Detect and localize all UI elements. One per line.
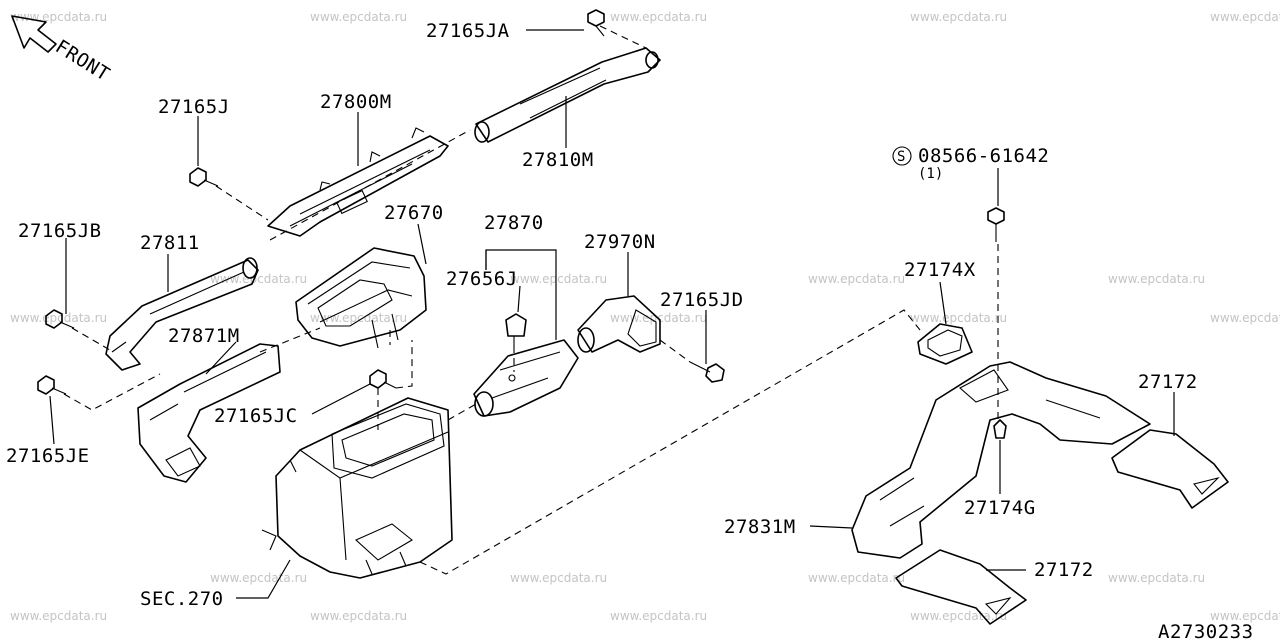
screw-27165jb-icon	[45, 309, 75, 329]
pad-27172-upper	[1111, 429, 1229, 509]
clip-27656j	[505, 313, 527, 346]
assembly-lines	[63, 25, 999, 575]
watermark: www.epcdata.ru	[510, 272, 607, 286]
label-27871m: 27871M	[168, 325, 240, 347]
duct-27831m	[851, 361, 1151, 559]
label-27165jd: 27165JD	[660, 289, 744, 311]
label-27831m: 27831M	[724, 516, 796, 538]
screw-27165ja-icon	[587, 9, 605, 37]
label-27174x: 27174X	[904, 259, 976, 281]
duct-27811	[105, 257, 259, 371]
label-27165j: 27165J	[158, 96, 230, 118]
label-27172-upper: 27172	[1138, 371, 1198, 393]
watermark: www.epcdata.ru	[10, 311, 107, 325]
watermark: www.epcdata.ru	[910, 10, 1007, 24]
watermark: www.epcdata.ru	[10, 10, 107, 24]
duct-27174x	[917, 323, 973, 365]
label-sec270: SEC.270	[140, 588, 224, 610]
screw-symbol-letter: S	[897, 149, 905, 165]
elbow-27970n	[577, 295, 661, 353]
leader-lines	[49, 29, 1175, 599]
label-27656j: 27656J	[446, 268, 518, 290]
label-27800m: 27800M	[320, 91, 392, 113]
label-27870: 27870	[484, 212, 544, 234]
label-27174g: 27174G	[964, 497, 1036, 519]
watermark: www.epcdata.ru	[310, 311, 407, 325]
label-08566-qty: (1)	[918, 166, 943, 182]
watermark: www.epcdata.ru	[610, 609, 707, 623]
screw-27165jc-icon	[369, 369, 397, 389]
duct-27870	[473, 339, 579, 417]
watermark: www.epcdata.ru	[910, 311, 1007, 325]
bracket-27800m	[267, 127, 449, 237]
label-27810m: 27810M	[522, 149, 594, 171]
watermark: www.epcdata.ru	[310, 10, 407, 24]
screw-27165j-icon	[189, 167, 219, 187]
label-27165je: 27165JE	[6, 445, 90, 467]
label-27670: 27670	[384, 202, 444, 224]
screw-08566-icon	[987, 207, 1005, 242]
duct-27871m	[137, 343, 281, 483]
reference-code: A2730233	[1158, 621, 1254, 640]
screw-27165jd-icon	[689, 361, 725, 383]
watermark: www.epcdata.ru	[610, 10, 707, 24]
label-08566-61642: 08566-61642	[918, 145, 1049, 167]
label-27970n: 27970N	[584, 231, 656, 253]
duct-27810m	[474, 47, 661, 143]
watermark: www.epcdata.ru	[510, 571, 607, 585]
part-labels: 27165JA 27165J 27800M 27810M S 08566-616…	[6, 20, 1254, 640]
pad-27172-lower	[895, 549, 1027, 625]
clip-27174g-icon	[993, 419, 1007, 439]
front-label: FRONT	[51, 36, 113, 86]
watermark: www.epcdata.ru	[1108, 571, 1205, 585]
watermark: www.epcdata.ru	[808, 272, 905, 286]
watermark: www.epcdata.ru	[1210, 609, 1280, 623]
watermark: www.epcdata.ru	[210, 571, 307, 585]
front-arrow-icon	[11, 15, 57, 53]
watermark: www.epcdata.ru	[310, 609, 407, 623]
screw-symbol-icon: S	[892, 146, 912, 166]
watermark: www.epcdata.ru	[1210, 10, 1280, 24]
screw-27165je-icon	[37, 375, 67, 395]
watermark: www.epcdata.ru	[10, 609, 107, 623]
label-27165jc: 27165JC	[214, 405, 298, 427]
label-27172-lower: 27172	[1034, 559, 1094, 581]
watermark: www.epcdata.ru	[808, 571, 905, 585]
watermark: www.epcdata.ru	[910, 609, 1007, 623]
label-27165jb: 27165JB	[18, 220, 102, 242]
watermark: www.epcdata.ru	[1108, 272, 1205, 286]
label-27165ja: 27165JA	[426, 20, 510, 42]
watermarks: www.epcdata.ru www.epcdata.ru www.epcdat…	[10, 10, 1280, 623]
vent-27670	[295, 247, 427, 349]
label-27811: 27811	[140, 232, 200, 254]
watermark: www.epcdata.ru	[1210, 311, 1280, 325]
watermark: www.epcdata.ru	[210, 272, 307, 286]
